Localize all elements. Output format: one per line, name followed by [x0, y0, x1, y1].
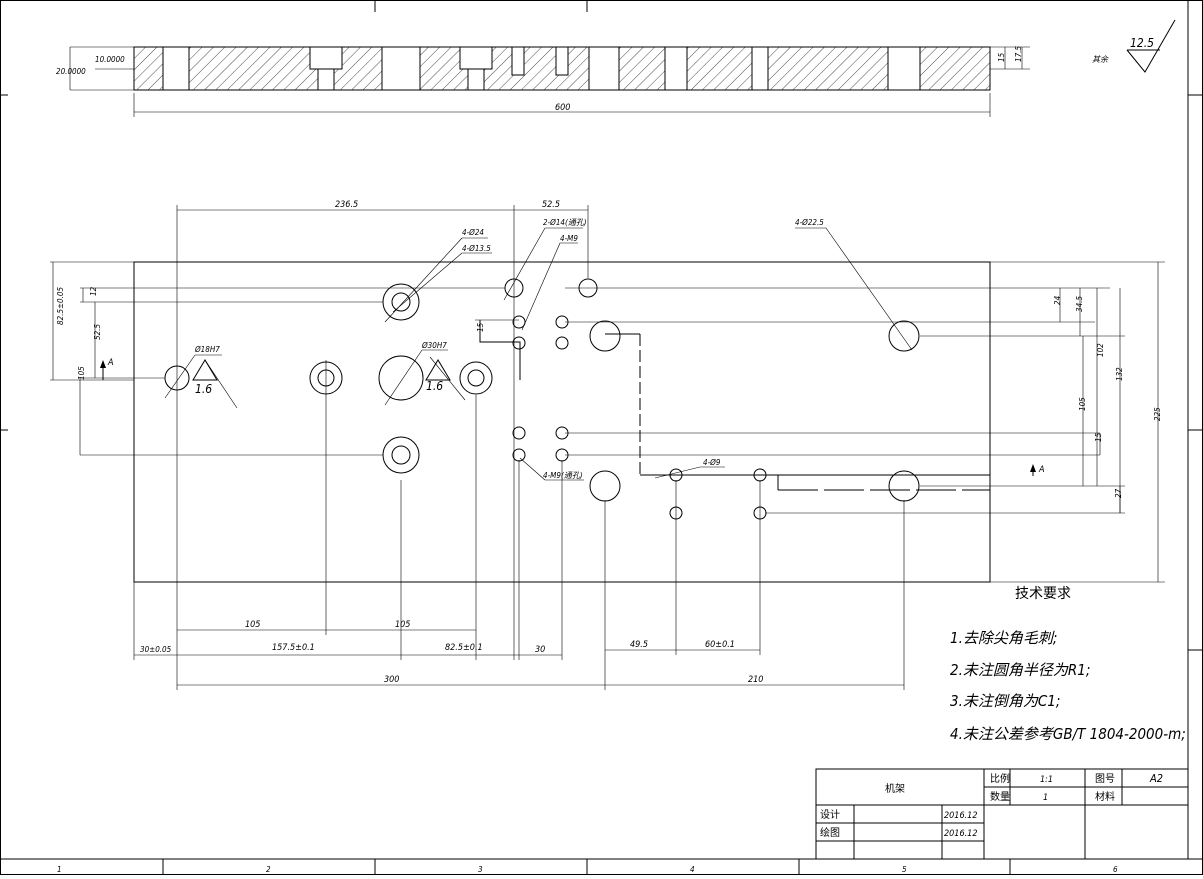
dim-text: 132 [1115, 367, 1124, 381]
tb-scale: 1:1 [1040, 775, 1053, 785]
callout-d13-5: 4-Ø13.5 [462, 243, 491, 253]
hole-d22-5 [888, 320, 920, 352]
tech-note: 4.未注公差参考GB/T 1804-2000-m; [950, 725, 1186, 743]
datum-label: A [1038, 465, 1045, 475]
roughness-symbol: 其余 12.5 [1092, 19, 1176, 73]
tb-drawing-no-label: 图号 [1095, 773, 1115, 785]
hole-m9 [512, 336, 526, 350]
zone-label: 3 [478, 865, 483, 874]
hole-d22-5 [589, 320, 621, 352]
side-step: 10.0000 [95, 55, 125, 64]
dim-text: 12 [89, 286, 98, 296]
side-view: 20.0000 10.0000 600 15 17.5 [56, 46, 1030, 117]
hole-d24 [382, 283, 420, 321]
tb-scale-label: 比例 [990, 772, 1010, 785]
dim-text: 52.5 [93, 324, 102, 340]
tb-design-label: 设计 [820, 808, 840, 821]
leader-lines [164, 227, 913, 481]
dim-text: 236.5 [335, 200, 358, 210]
callout-d9: 4-Ø9 [703, 457, 721, 467]
dim-text: 49.5 [630, 640, 648, 650]
dim-text: 157.5±0.1 [272, 643, 315, 653]
dim-text: 15 [1094, 432, 1103, 442]
roughness-value: 12.5 [1130, 36, 1154, 50]
finish-value: 1.6 [195, 382, 212, 396]
tech-note: 1.去除尖角毛刺; [950, 629, 1057, 647]
dim-text: 105 [245, 620, 260, 630]
dim-text: 34.5 [1075, 296, 1084, 312]
zone-label: 5 [902, 865, 907, 874]
dim-text: 225 [1153, 407, 1162, 421]
zone-label: 1 [57, 865, 62, 874]
zone-label: 2 [266, 865, 271, 874]
zone-label: 4 [690, 865, 695, 874]
dimension-lines [50, 205, 1159, 690]
hole-d30h7 [378, 355, 424, 401]
callout-d30h7: Ø30H7 [421, 340, 447, 350]
datum-label: A [107, 358, 114, 368]
hole-m9 [512, 315, 526, 329]
dim-text: 27 [1114, 488, 1123, 498]
dim-text: 105 [395, 620, 410, 630]
holes [164, 278, 920, 520]
dim-text: 105 [77, 366, 86, 380]
surface-finish-marks: 1.6 1.6 [192, 359, 451, 396]
dim-text: 15 [476, 322, 485, 332]
callout-d24: 4-Ø24 [462, 227, 484, 237]
title-block: 机架 比例 1:1 图号 A2 数量 1 材料 设计 2016.12 绘图 20… [815, 768, 1189, 860]
tech-note: 2.未注圆角半径为R1; [950, 661, 1090, 679]
tb-part-name: 机架 [885, 782, 905, 795]
technical-requirements: 技术要求 1.去除尖角毛刺; 2.未注圆角半径为R1; 3.未注倒角为C1; 4… [950, 586, 1186, 743]
tech-note: 3.未注倒角为C1; [950, 692, 1060, 710]
tb-draw-label: 绘图 [820, 826, 840, 839]
side-width: 600 [555, 103, 570, 113]
side-thickness: 20.0000 [56, 67, 86, 76]
tech-title: 技术要求 [1015, 586, 1071, 602]
hole-m9 [512, 426, 526, 440]
hole-d24 [459, 361, 493, 395]
callout-m9-through: 4-M9(通孔) [543, 471, 583, 480]
dim-text: 82.5±0.05 [56, 287, 65, 325]
roughness-label: 其余 [1092, 55, 1109, 64]
callout-d14: 2-Ø14(通孔) [543, 217, 587, 227]
callout-d18h7: Ø18H7 [194, 344, 220, 354]
datum-markers: A A [100, 358, 1045, 476]
hole-callouts: 4-Ø24 4-Ø13.5 2-Ø14(通孔) 4-M9 4-Ø22.5 Ø18… [194, 217, 824, 480]
tb-design-date: 2016.12 [944, 811, 977, 821]
dim-text: 102 [1096, 343, 1105, 357]
dimension-texts: 236.5 52.5 82.5±0.05 12 52.5 105 15 24 3… [56, 200, 1162, 685]
hole-m9 [512, 448, 526, 462]
hole-d22-5 [589, 470, 621, 502]
finish-value: 1.6 [426, 379, 443, 393]
plan-view [133, 261, 1165, 583]
dim-text: 24 [1053, 295, 1062, 305]
tb-material-label: 材料 [1095, 790, 1115, 803]
side-dim-b: 17.5 [1014, 46, 1023, 62]
dim-text: 210 [748, 675, 763, 685]
hole-d24 [382, 436, 420, 474]
callout-m9: 4-M9 [560, 234, 578, 243]
tb-qty: 1 [1043, 793, 1048, 803]
tb-drawing-no: A2 [1149, 772, 1163, 785]
dim-text: 105 [1078, 397, 1087, 411]
tb-qty-label: 数量 [990, 790, 1010, 803]
zone-label: 6 [1113, 865, 1118, 874]
tb-draw-date: 2016.12 [944, 829, 977, 839]
dim-text: 300 [384, 675, 399, 685]
dim-text: 82.5±0.1 [445, 643, 483, 653]
dim-text: 30±0.05 [140, 645, 172, 654]
zone-labels: 1 2 3 4 5 6 [57, 865, 1118, 874]
side-dim-a: 15 [997, 52, 1006, 62]
hole-m9 [555, 336, 569, 350]
dim-text: 52.5 [542, 200, 560, 210]
callout-d22-5: 4-Ø22.5 [795, 217, 824, 227]
dim-text: 30 [535, 645, 545, 655]
dim-text: 60±0.1 [705, 640, 735, 650]
